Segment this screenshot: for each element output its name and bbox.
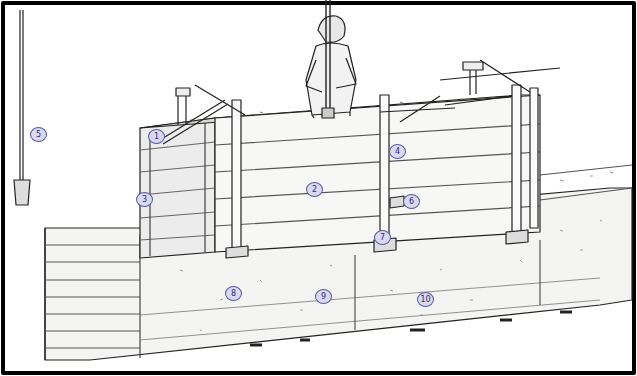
callout-number: 9 (315, 289, 332, 304)
callout-number: 8 (225, 286, 242, 301)
callout-number: 4 (389, 144, 406, 159)
callout-number: 7 (374, 230, 391, 245)
callout-number: 2 (306, 182, 323, 197)
callout-number: 3 (136, 192, 153, 207)
callout-number: 1 (148, 129, 165, 144)
callout-number: 6 (403, 194, 420, 209)
callout-number: 5 (30, 127, 47, 142)
callout-number: 10 (417, 292, 434, 307)
